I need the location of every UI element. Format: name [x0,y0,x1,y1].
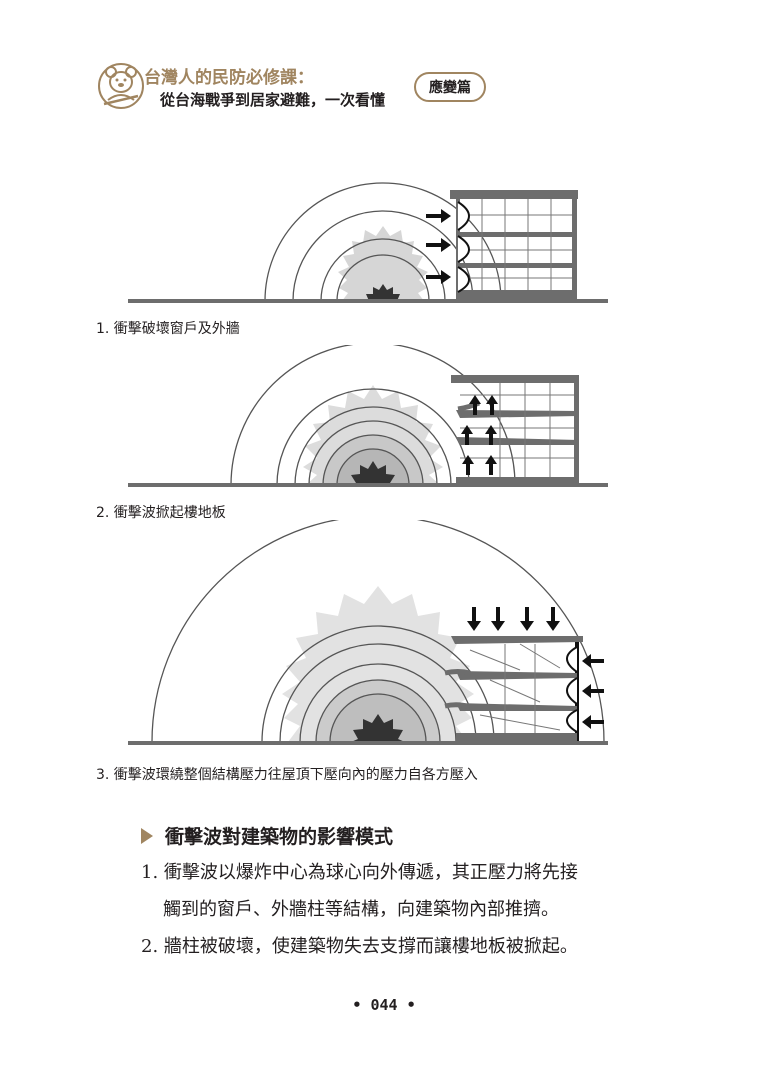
list-item-1-line-2: 觸到的窗戶、外牆柱等結構，向建築物內部推擠。 [163,899,559,920]
book-title: 台灣人的民防必修課： [144,68,314,88]
bear-mascot-logo [98,63,144,109]
list-item-1-line-1: 1. 衝擊波以爆炸中心為球心向外傳遞，其正壓力將先接 [141,862,578,883]
arrow-icon [461,395,498,475]
shockwave-burst [338,226,428,301]
building [450,190,578,299]
diagram-3-enveloping-pressure [128,520,608,745]
arrow-icon [467,607,604,729]
explosion-icon [366,284,400,301]
diagram-2-floor-lifting [128,345,608,487]
caption-3: 3. 衝擊波環繞整個結構壓力往屋頂下壓向內的壓力自各方壓入 [96,767,478,783]
building [451,375,579,483]
diagram-1-window-wall-damage [128,182,608,303]
section-heading: 衝擊波對建築物的影響模式 [141,822,393,849]
page-number: • 044 • [352,996,416,1014]
arrow-icon [426,209,451,284]
caption-2: 2. 衝擊波掀起樓地板 [96,505,226,521]
chapter-badge: 應變篇 [414,72,486,102]
caption-1: 1. 衝擊破壞窗戶及外牆 [96,321,240,337]
book-header: 台灣人的民防必修課： 從台海戰爭到居家避難，一次看懂 應變篇 [96,58,496,114]
list-item-2: 2. 牆柱被破壞，使建築物失去支撐而讓樓地板被掀起。 [141,936,578,957]
triangle-bullet-icon [141,828,153,844]
building [444,636,583,741]
book-subtitle: 從台海戰爭到居家避難，一次看懂 [160,91,386,109]
